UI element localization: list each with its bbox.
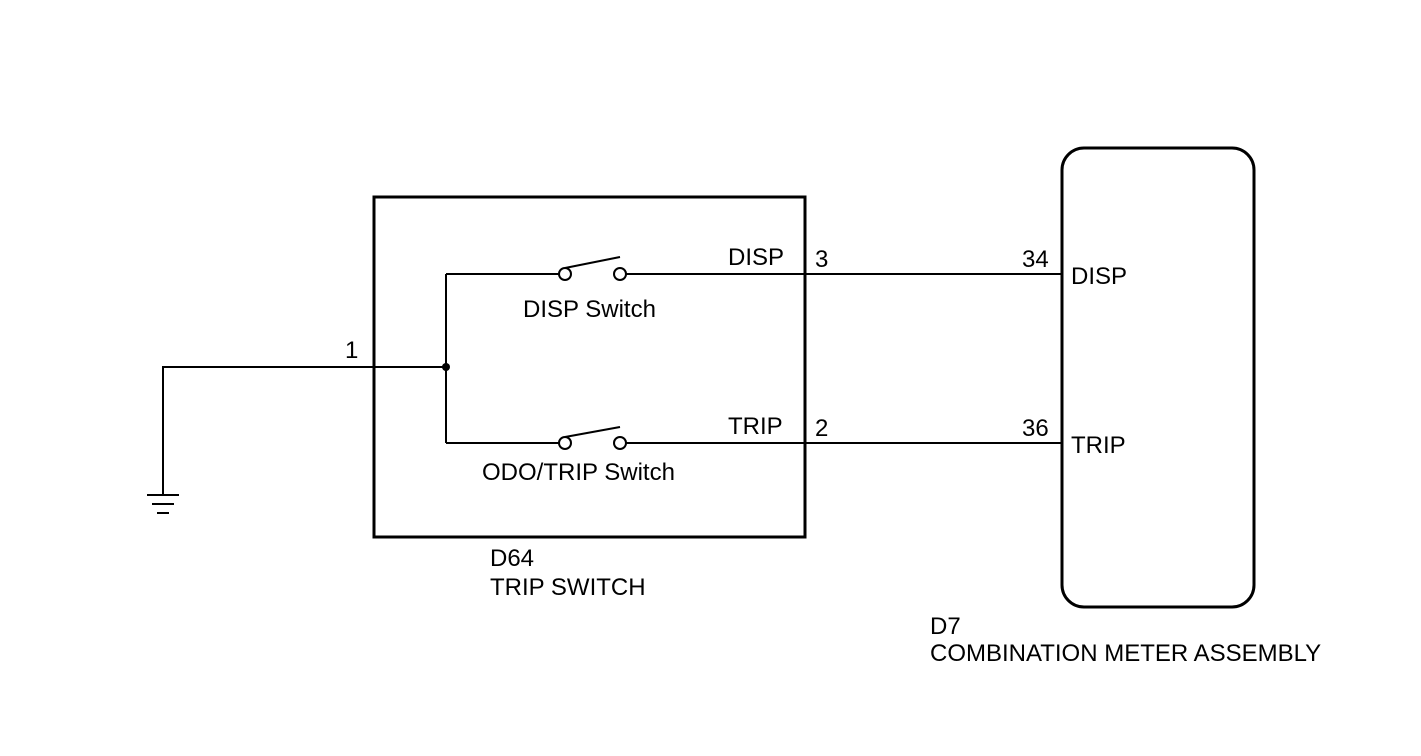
ground-wire — [162, 366, 446, 495]
disp-switch-label: DISP Switch — [523, 296, 656, 323]
meter-trip-pin-label: 36 — [1022, 415, 1049, 442]
trip-switch-connector: D64 — [490, 545, 534, 572]
disp-pin-label: 3 — [815, 246, 828, 273]
meter-name: COMBINATION METER ASSEMBLY — [930, 640, 1321, 667]
meter-connector: D7 — [930, 613, 961, 640]
trip-pin-label: 2 — [815, 415, 828, 442]
meter-disp-pin-label: 34 — [1022, 246, 1049, 273]
trip-signal-label: TRIP — [728, 413, 783, 440]
trip-switch-box — [372, 195, 807, 539]
combination-meter-box — [1060, 146, 1256, 609]
disp-switch-icon — [558, 256, 627, 281]
disp-signal-label: DISP — [728, 244, 784, 271]
ground-symbol-icon — [147, 494, 179, 514]
trip-switch-name: TRIP SWITCH — [490, 574, 646, 601]
ground-pin-label: 1 — [345, 337, 358, 364]
odo-trip-switch-label: ODO/TRIP Switch — [482, 459, 675, 486]
meter-trip-signal-label: TRIP — [1071, 432, 1126, 459]
odo-trip-switch-icon — [558, 426, 627, 450]
meter-disp-signal-label: DISP — [1071, 263, 1127, 290]
